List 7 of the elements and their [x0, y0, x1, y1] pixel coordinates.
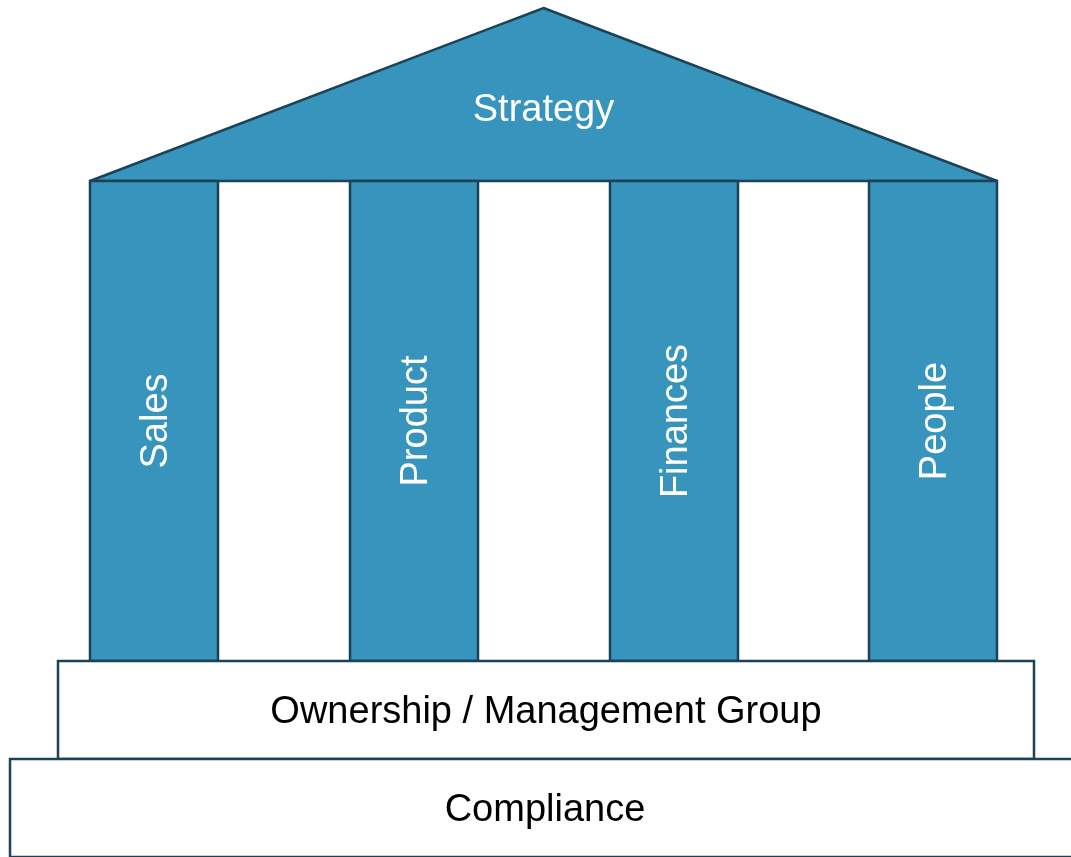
pillar-label: People — [914, 361, 952, 481]
pillar-label: Finances — [655, 343, 693, 499]
roof-label: Strategy — [472, 89, 615, 128]
pillar-label: Product — [395, 355, 433, 487]
base-label: Ownership / Management Group — [270, 691, 822, 729]
base-label: Compliance — [444, 789, 646, 827]
pillar-label: Sales — [135, 373, 173, 469]
